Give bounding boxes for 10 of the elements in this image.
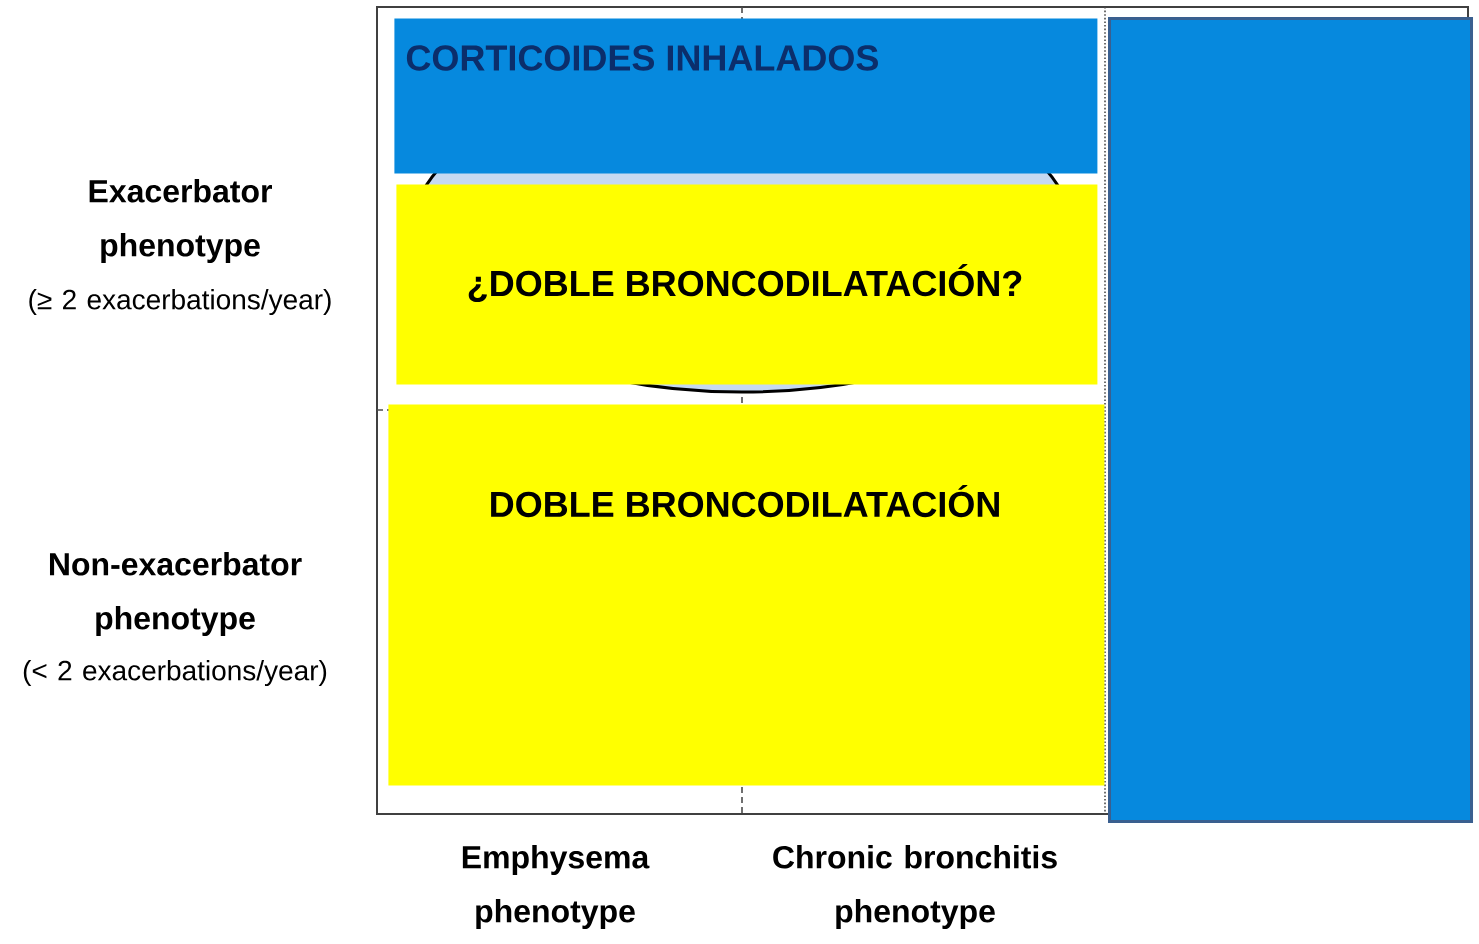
colored-box: DOBLE BRONCODILATACIÓN	[388, 404, 1105, 786]
colored-box: ¿DOBLE BRONCODILATACIÓN?	[396, 184, 1098, 385]
axis-note: (< 2 exacerbations/year)	[23, 659, 327, 687]
colored-box	[1108, 17, 1473, 823]
colored-box: CORTICOIDES INHALADOS	[394, 18, 1098, 174]
axis-note: (≥ 2 exacerbations/year)	[29, 288, 331, 316]
axis-label: Emphysema phenotype	[462, 845, 650, 929]
axis-label: Exacerbator phenotype	[89, 179, 272, 263]
axis-label: Non-exacerbator phenotype	[50, 552, 302, 636]
axis-label: Chronic bronchitis phenotype	[773, 845, 1057, 929]
